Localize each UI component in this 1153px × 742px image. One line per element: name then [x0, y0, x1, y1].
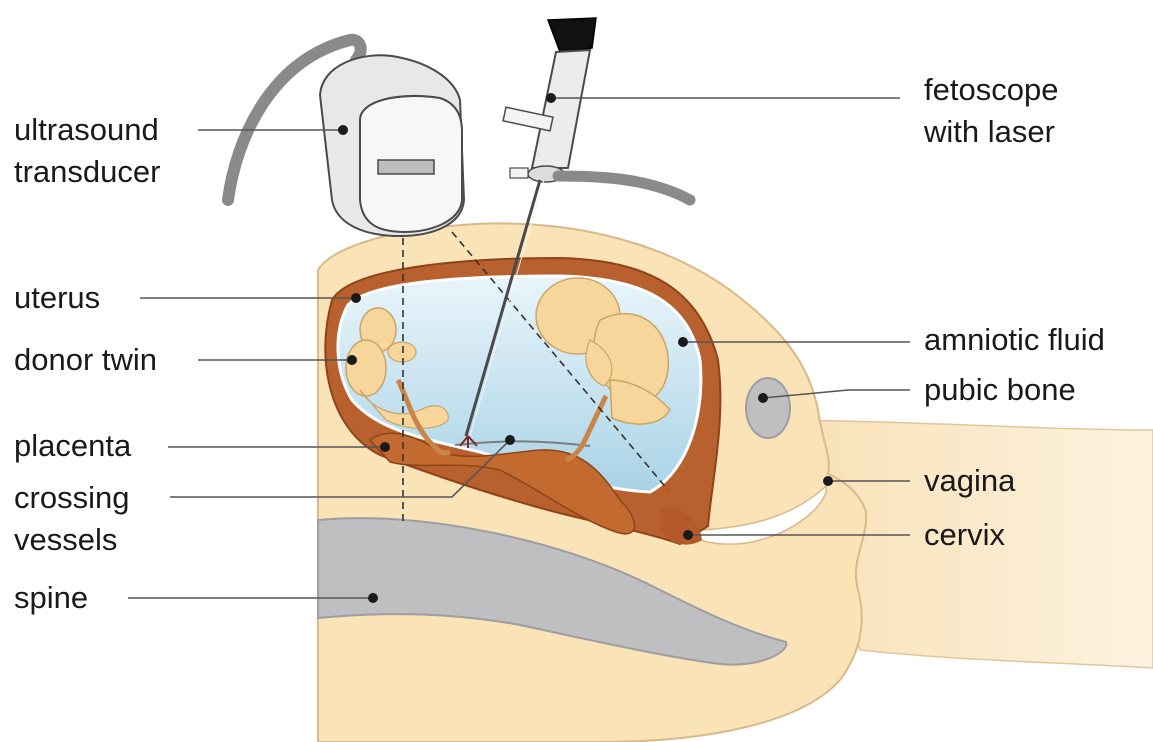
label-spine: spine [14, 580, 88, 615]
dot-fetoscope [546, 93, 556, 103]
dot-donor-twin [347, 355, 357, 365]
ultrasound-transducer-device [320, 55, 464, 236]
label-vagina: vagina [924, 463, 1016, 498]
label-ultrasound-line1: ultrasound [14, 112, 159, 147]
label-fetoscope-line1: fetoscope [924, 72, 1058, 107]
dot-ultrasound [338, 125, 348, 135]
label-ultrasound-transducer: ultrasound transducer [14, 112, 167, 189]
dot-spine [368, 593, 378, 603]
dot-placenta [380, 442, 390, 452]
dot-uterus [351, 293, 361, 303]
label-placenta: placenta [14, 428, 132, 463]
label-pubic-bone: pubic bone [924, 372, 1076, 407]
label-uterus: uterus [14, 280, 100, 315]
dot-vagina [823, 476, 833, 486]
dot-pubic-bone [758, 393, 768, 403]
label-donor-twin: donor twin [14, 342, 157, 377]
label-fetoscope-line2: with laser [923, 114, 1055, 149]
label-crossing-line1: crossing [14, 480, 129, 515]
pubic-bone-shape [746, 378, 790, 438]
label-ultrasound-line2: transducer [14, 154, 160, 189]
dot-amniotic-fluid [678, 337, 688, 347]
label-fetoscope-with-laser: fetoscope with laser [923, 72, 1067, 149]
dot-cervix [683, 530, 693, 540]
label-crossing-line2: vessels [14, 522, 117, 557]
label-amniotic-fluid: amniotic fluid [924, 322, 1105, 357]
label-cervix: cervix [924, 517, 1005, 552]
label-crossing-vessels: crossing vessels [14, 480, 138, 557]
dot-crossing-vessels [505, 435, 515, 445]
